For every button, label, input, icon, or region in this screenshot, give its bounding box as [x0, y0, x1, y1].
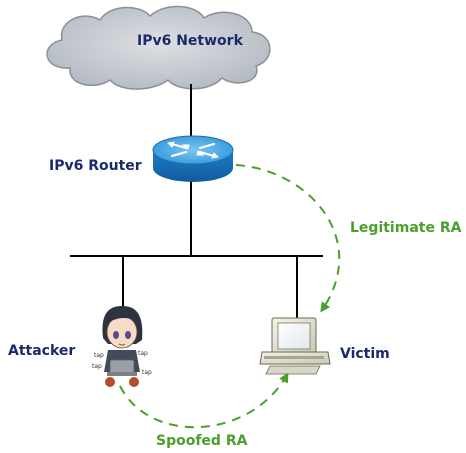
cloud-icon: [46, 5, 271, 90]
spoofed-ra-label: Spoofed RA: [156, 433, 248, 449]
network-label: IPv6 Network: [137, 33, 243, 49]
router-icon: [152, 135, 234, 182]
legitimate-ra-label: Legitimate RA: [350, 220, 462, 236]
network-wiring: [70, 84, 323, 318]
computer-icon: [259, 317, 331, 375]
tap-sound-3: tap: [92, 363, 102, 370]
attacker-label: Attacker: [8, 343, 76, 359]
tap-sound-1: tap: [94, 352, 104, 359]
tap-sound-4: tap: [142, 369, 152, 376]
legitimate-ra-arrow: [235, 164, 341, 313]
victim-label: Victim: [340, 346, 390, 362]
spoofed-ra-arrow: [119, 372, 289, 429]
router-label: IPv6 Router: [49, 158, 142, 174]
tap-sound-2: tap: [138, 350, 148, 357]
attacker-icon: tap tap tap tap: [92, 306, 152, 387]
